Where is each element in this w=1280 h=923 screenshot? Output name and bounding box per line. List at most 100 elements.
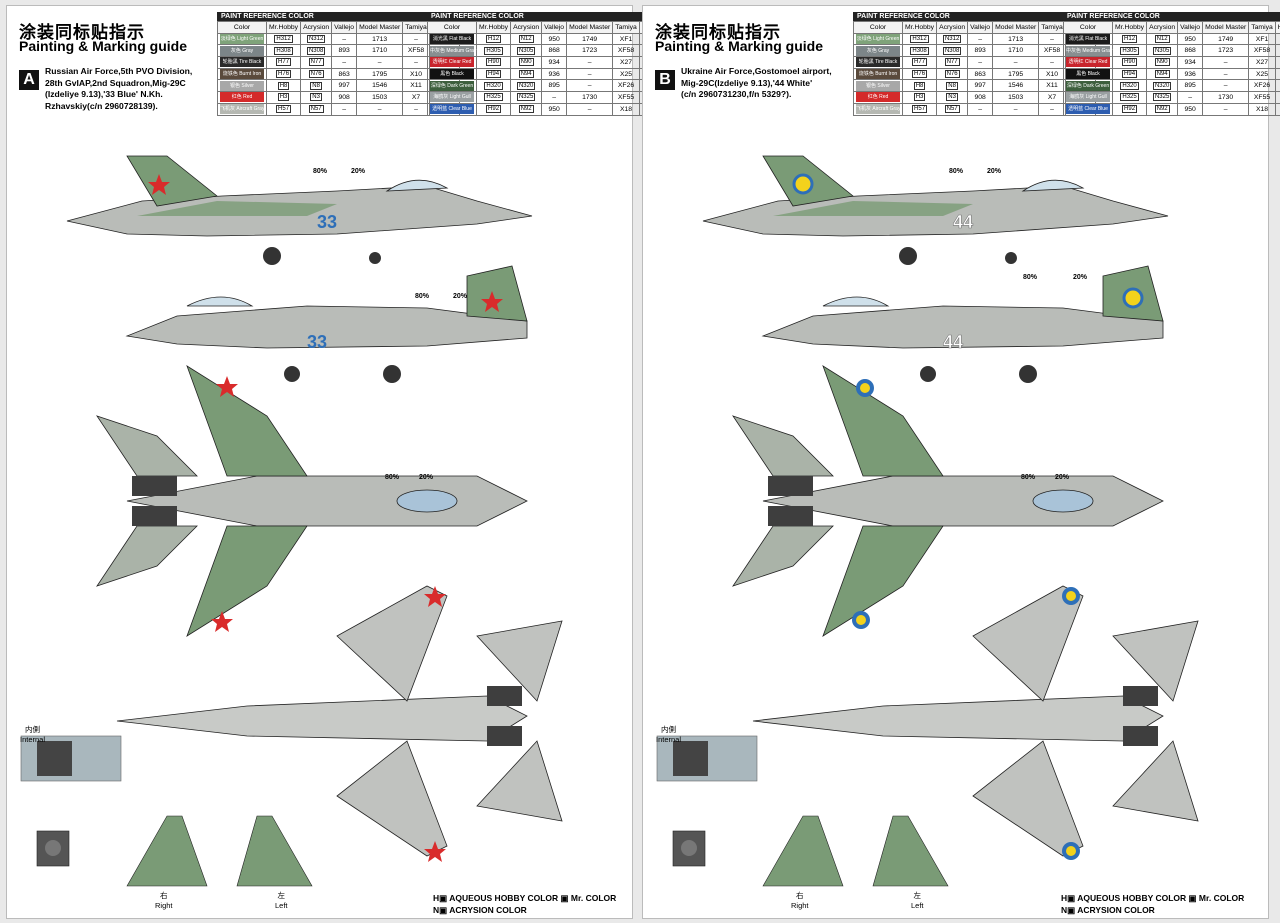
- column-header: Tamiya: [612, 21, 640, 34]
- mix-percent-20: 20%: [987, 168, 1002, 175]
- table-row: 红色 RedH3N39081503X719: [217, 91, 461, 104]
- column-header: Mr.Hobby: [1111, 21, 1148, 34]
- paint-code: H325: [484, 93, 503, 102]
- column-header: Vallejo: [1177, 21, 1204, 34]
- table-cell: XF1: [612, 32, 640, 46]
- color-swatch: 深绿色 Dark Green: [1066, 80, 1110, 91]
- paint-code: N325: [1152, 93, 1172, 102]
- paint-code: H12: [486, 35, 502, 44]
- table-cell: –: [967, 102, 994, 116]
- paint-code: N76: [944, 70, 960, 79]
- paint-code: H305: [484, 46, 503, 55]
- color-swatch: 淡绿色 Light Green: [856, 34, 900, 45]
- paint-code: H94: [486, 70, 502, 79]
- table-cell: X25: [1248, 67, 1276, 81]
- table-cell: 868: [541, 44, 568, 58]
- color-swatch: 红色 Red: [856, 92, 900, 103]
- table-row: 中灰色 Medium GrayH305N3058681723XF58125: [427, 44, 671, 58]
- mix-percent-80: 80%: [1023, 274, 1038, 281]
- column-header: Color: [217, 21, 267, 34]
- top-view: [96, 365, 528, 637]
- table-row: 银色 SilverH8N89971546X1111: [217, 79, 461, 93]
- trident-roundel-icon: [1122, 287, 1144, 309]
- color-swatch: 黑色 Black: [430, 69, 474, 80]
- guide-page-a: 涂装同标贴指示 Painting & Marking guide A Russi…: [6, 5, 671, 919]
- table-cell: XF55: [612, 91, 640, 104]
- column-header: Tamiya: [402, 21, 430, 34]
- table-cell: 895: [541, 79, 568, 93]
- table-cell: 1710: [992, 44, 1040, 58]
- paint-code: N90: [1154, 58, 1170, 67]
- svg-text:33: 33: [317, 212, 337, 232]
- mix-percent-20: 20%: [419, 474, 434, 481]
- table-cell: 1730: [566, 91, 614, 104]
- table-cell: –: [331, 32, 358, 46]
- paint-code: N325: [516, 93, 536, 102]
- paint-reference-title: PAINT REFERENCE COLOR: [1063, 12, 1280, 21]
- table-cell: 1713: [356, 32, 404, 46]
- table-cell: X18: [612, 102, 640, 116]
- table-cell: 1749: [566, 32, 614, 46]
- table-cell: 30: [1274, 79, 1280, 93]
- paint-code: N92: [518, 105, 534, 114]
- table-cell: –: [1274, 102, 1280, 116]
- column-header: Vallejo: [967, 21, 994, 34]
- table-cell: 997: [331, 79, 358, 93]
- table-cell: 1730: [1202, 91, 1250, 104]
- table-cell: 908: [331, 91, 358, 104]
- paint-code: H77: [912, 58, 928, 67]
- table-cell: 1723: [566, 44, 614, 58]
- paint-code: H76: [276, 70, 292, 79]
- table-row: 中灰色 Medium GrayH305N3058681723XF58125: [1063, 44, 1280, 58]
- table-cell: XF58: [612, 44, 640, 58]
- paint-code: N3: [310, 93, 322, 102]
- paint-code: N305: [516, 46, 536, 55]
- red-star-icon: [424, 586, 446, 607]
- table-cell: –: [1202, 102, 1250, 116]
- column-header: Mr.Hobby: [901, 21, 938, 34]
- table-cell: –: [1202, 79, 1250, 93]
- paint-code: N57: [944, 105, 960, 114]
- scheme-description: Ukraine Air Force,Gostomoel airport, Mig…: [681, 66, 832, 100]
- color-swatch: 黑色 Black: [1066, 69, 1110, 80]
- table-row: 红色 RedH3N39081503X719: [853, 91, 1097, 104]
- table-cell: 1795: [356, 67, 404, 81]
- table-cell: 868: [1177, 44, 1204, 58]
- paint-code: N308: [942, 46, 962, 55]
- paint-code: N312: [942, 35, 962, 44]
- table-cell: –: [967, 32, 994, 46]
- color-swatch: 深绿色 Dark Green: [430, 80, 474, 91]
- paint-code: N308: [306, 46, 326, 55]
- color-swatch: 银色 Silver: [856, 80, 900, 91]
- column-header: Vallejo: [541, 21, 568, 34]
- color-swatch: 轮胎黑 Tire Black: [856, 57, 900, 68]
- table-cell: –: [967, 56, 994, 69]
- table-cell: 1710: [356, 44, 404, 58]
- table-cell: X25: [612, 67, 640, 81]
- color-swatch: 海鸥灰 Light Gull: [430, 92, 474, 103]
- table-row: 烧铁色 Burnt IronH76N768631795X1053: [853, 67, 1097, 81]
- color-swatch: 飞机灰 Aircraft Gray: [856, 104, 901, 115]
- mix-percent-80: 80%: [1021, 474, 1036, 481]
- table-cell: 1749: [1202, 32, 1250, 46]
- table-cell: 950: [541, 32, 568, 46]
- table-cell: 863: [967, 67, 994, 81]
- table-cell: –: [566, 67, 614, 81]
- legend-acrysion: N▣ ACRYSION COLOR: [433, 905, 527, 915]
- table-row: 消光黑 Flat BlackH12N129501749XF133: [1063, 32, 1280, 46]
- column-header: Tamiya: [1038, 21, 1066, 34]
- table-row: 灰色 GrayH308N3088931710XF58116: [853, 44, 1097, 58]
- column-header: Color: [853, 21, 903, 34]
- table-cell: 936: [1177, 67, 1204, 81]
- table-cell: 1503: [992, 91, 1040, 104]
- paint-code: H77: [276, 58, 292, 67]
- paint-code: N12: [1154, 35, 1170, 44]
